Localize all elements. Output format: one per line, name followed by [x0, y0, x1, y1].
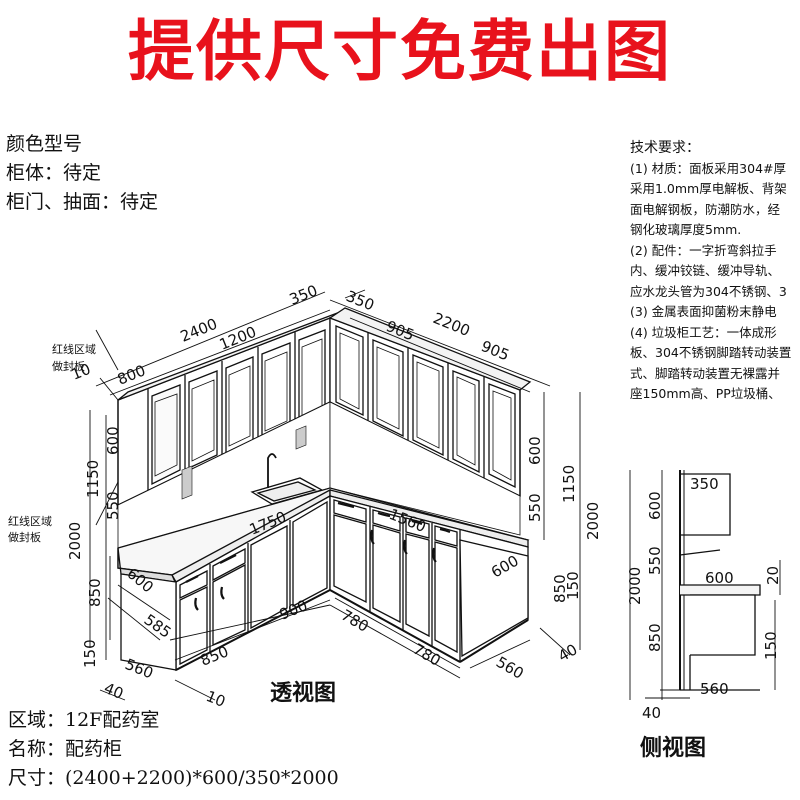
dim-850-left: 850 [86, 578, 104, 607]
technical-requirements: 技术要求： (1) 材质：面板采用304#厚 采用1.0mm厚电解板、背架 面电… [630, 138, 800, 405]
dim-350-left: 350 [287, 281, 320, 308]
side-dim-350: 350 [690, 475, 719, 493]
dim-2400: 2400 [178, 315, 220, 346]
tech-line: 采用1.0mm厚电解板、背架 [630, 181, 787, 196]
dim-550-right: 550 [526, 493, 544, 522]
side-dim-850: 850 [646, 623, 664, 652]
dim-150-right: 150 [564, 571, 582, 600]
note-seal-top: 做封板 [52, 359, 85, 373]
side-dim-150: 150 [762, 631, 780, 660]
tech-line: 应水龙头管为304不锈钢、3 [630, 283, 787, 299]
size-line: 尺寸：(2400+2200)*600/350*2000 [8, 767, 339, 789]
side-dim-560: 560 [700, 680, 729, 698]
region-line: 区域：12F配药室 [8, 709, 160, 731]
tech-line: 板、304不锈钢脚踏转动装置 [630, 345, 792, 360]
note-seal-bottom: 做封板 [8, 530, 41, 544]
tech-line: 式、脚踏转动装置无裸露并 [630, 365, 781, 381]
dim-550-left: 550 [104, 491, 122, 520]
dim-40-left: 40 [102, 679, 126, 703]
side-dim-20: 20 [764, 566, 782, 585]
dim-2000-left: 2000 [66, 522, 84, 560]
project-info: 区域：12F配药室 名称：配药柜 尺寸：(2400+2200)*600/350*… [8, 706, 339, 793]
tech-heading: 技术要求： [630, 140, 700, 156]
dim-600-left: 600 [104, 426, 122, 455]
dim-800: 800 [115, 361, 148, 388]
tech-line: (2) 配件：一字折弯斜拉手 [630, 242, 777, 258]
dim-850-right: 850 [551, 574, 569, 603]
side-dim-2000: 2000 [626, 567, 644, 605]
dim-1150-left: 1150 [84, 460, 102, 498]
tech-line: (4) 垃圾柜工艺：一体成形 [630, 324, 777, 340]
dim-560-right: 560 [493, 653, 527, 683]
dim-600-right: 600 [526, 436, 544, 465]
door-drawer-color: 柜门、抽面：待定 [6, 191, 159, 213]
base-cabinets-left [120, 494, 331, 672]
name-line: 名称：配药柜 [8, 738, 123, 760]
side-view [629, 470, 781, 700]
dim-40-right: 40 [555, 640, 581, 665]
cabinet-body-color: 柜体：待定 [6, 162, 102, 184]
upper-cabinets-left [117, 311, 341, 507]
dim-150-left: 150 [81, 639, 99, 668]
tech-line: 面电解钢板，防潮防水，经 [630, 201, 781, 217]
base-cabinets-right [329, 495, 529, 663]
tech-line: (3) 金属表面抑菌粉末静电 [630, 304, 777, 319]
side-view-title: 侧视图 [640, 735, 707, 761]
perspective-view-title: 透视图 [270, 680, 337, 706]
note-red-area-bottom: 红线区域 [8, 514, 52, 528]
color-model-label: 颜色型号 [6, 133, 83, 155]
side-dim-600: 600 [646, 491, 664, 520]
tech-line: 内、缓冲铰链、缓冲导轨、 [630, 263, 781, 278]
color-model-info: 颜色型号 柜体：待定 柜门、抽面：待定 [6, 130, 158, 217]
dim-10-top: 10 [69, 360, 93, 384]
tech-line: (1) 材质：面板采用304#厚 [630, 160, 787, 176]
tech-line: 钢化玻璃厚度5mm. [630, 222, 742, 237]
upper-cabinets-right [328, 307, 532, 498]
cabinet-handles [185, 501, 451, 611]
sink [250, 453, 324, 505]
side-dim-600-counter: 600 [705, 569, 734, 587]
tech-line: 座150mm高、PP垃圾桶、 [630, 386, 781, 401]
dim-10-bottom: 10 [204, 687, 228, 711]
dim-2200: 2200 [431, 309, 473, 340]
dimension-lines [89, 289, 581, 701]
side-dim-550: 550 [646, 546, 664, 575]
side-dim-40: 40 [642, 704, 661, 722]
note-red-area-top: 红线区域 [52, 342, 96, 356]
dim-2000-right: 2000 [584, 502, 602, 540]
dim-1150-right: 1150 [560, 465, 578, 503]
banner-title: 提供尺寸免费出图 [128, 13, 672, 90]
